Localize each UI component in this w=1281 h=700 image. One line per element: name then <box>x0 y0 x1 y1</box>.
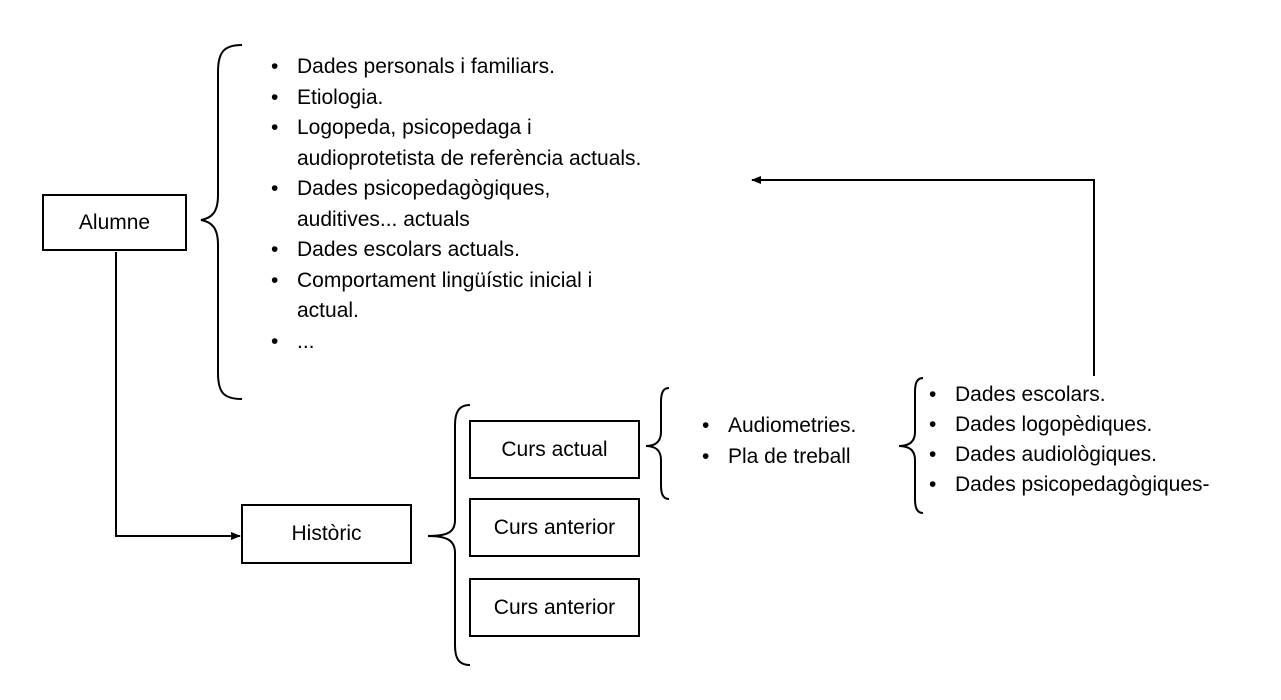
list-item: Logopeda, psicopedaga i audioprotetista … <box>265 113 645 174</box>
list-item: Dades psicopedagògiques- <box>923 470 1273 500</box>
curs-actual-item-list: Audiometries. Pla de treball <box>696 411 906 472</box>
list-item: Dades psicopedagògiques, auditives... ac… <box>265 174 645 235</box>
list-item: Pla de treball <box>696 442 906 473</box>
curs-actual-box: Curs actual <box>469 420 640 479</box>
list-item: ... <box>265 327 645 358</box>
list-item: Etiologia. <box>265 83 645 114</box>
curs-anterior-box-1: Curs anterior <box>469 498 640 557</box>
list-item: Dades escolars. <box>923 380 1273 410</box>
alumne-to-historic-arrow <box>115 252 241 540</box>
alumne-item-list: Dades personals i familiars. Etiologia. … <box>265 52 645 357</box>
curs-actual-brace <box>645 387 670 500</box>
historic-box: Històric <box>241 504 412 564</box>
alumne-box: Alumne <box>42 194 187 251</box>
pla-treball-item-list: Dades escolars. Dades logopèdiques. Dade… <box>923 380 1273 500</box>
feedback-arrow <box>751 176 1095 376</box>
list-item: Dades escolars actuals. <box>265 235 645 266</box>
list-item: Audiometries. <box>696 411 906 442</box>
curs-anterior-box-2: Curs anterior <box>469 578 640 637</box>
list-item: Dades personals i familiars. <box>265 52 645 83</box>
historic-brace <box>427 404 471 666</box>
alumne-brace <box>200 44 243 400</box>
list-item: Comportament lingüístic inicial i actual… <box>265 266 645 327</box>
list-item: Dades logopèdiques. <box>923 410 1273 440</box>
list-item: Dades audiològiques. <box>923 440 1273 470</box>
